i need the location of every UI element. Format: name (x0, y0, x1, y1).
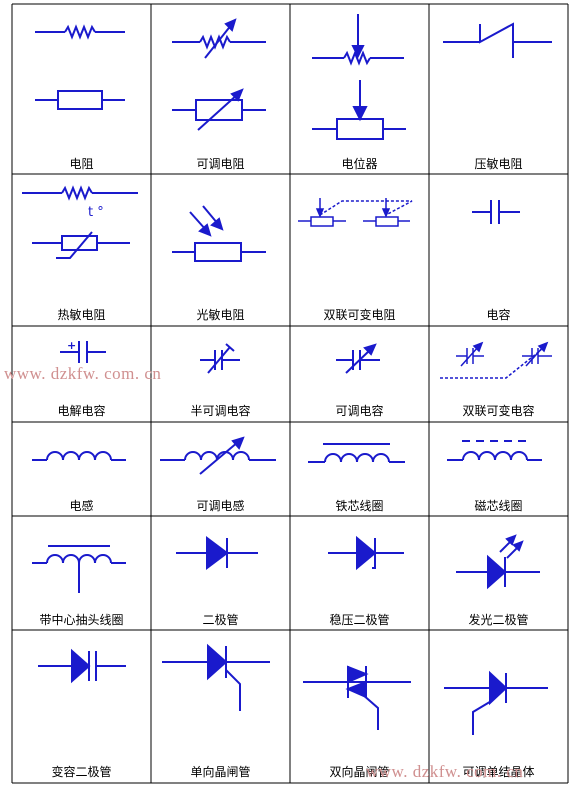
symbol-label: 压敏电阻 (474, 157, 523, 171)
symbol-label: 可调电感 (196, 499, 245, 513)
scr-symbol (162, 643, 270, 711)
symbol-label: 可调电容 (335, 404, 384, 418)
potentiometer-symbol (312, 14, 406, 140)
diode-symbol (176, 536, 258, 570)
varistor-symbol (443, 22, 552, 58)
magnetic-core-coil-symbol (447, 440, 542, 461)
symbol-label: 电解电容 (57, 404, 106, 418)
dual-variable-capacitor-symbol (440, 341, 552, 379)
center-tap-coil-symbol (32, 545, 126, 593)
symbol-label: 光敏电阻 (196, 308, 245, 322)
symbol-label: 可调单结晶体 (462, 765, 535, 779)
thermistor-symbol (22, 185, 138, 259)
adjustable-resistor-symbol (172, 18, 266, 131)
symbol-label: 可调电阻 (196, 157, 245, 171)
symbol-label: 电阻 (69, 157, 94, 171)
symbol-label: 变容二极管 (51, 765, 112, 779)
iron-core-coil-symbol (308, 443, 405, 463)
symbol-label: 半可调电容 (190, 404, 251, 418)
adjustable-inductor-symbol (160, 436, 276, 475)
symbol-label: 二极管 (202, 613, 239, 627)
symbol-label: 双向晶闸管 (329, 765, 390, 779)
symbol-label: 稳压二极管 (329, 613, 390, 627)
symbol-label: 电容 (486, 308, 511, 322)
symbol-label: 热敏电阻 (57, 308, 106, 322)
symbol-label: 带中心抽头线圈 (39, 613, 124, 627)
semi-adjustable-capacitor-symbol (200, 343, 240, 374)
symbol-label: 铁芯线圈 (335, 499, 384, 513)
adjustable-capacitor-symbol (336, 343, 380, 374)
dual-variable-resistor-symbol (298, 198, 413, 227)
triac-symbol (303, 665, 411, 730)
symbol-label: 电位器 (341, 157, 378, 171)
electrolytic-plus-label: + (67, 339, 76, 352)
symbol-label: 双联可变电阻 (323, 308, 396, 322)
led-symbol (456, 534, 540, 590)
thermistor-temperature-label: t ° (88, 205, 104, 220)
symbol-label: 发光二极管 (468, 613, 529, 627)
zener-diode-symbol (328, 535, 404, 571)
symbol-label: 双联可变电容 (462, 404, 535, 418)
watermark-mid: www. dzkfw. com. cn (4, 364, 162, 383)
symbol-label: 单向晶闸管 (190, 765, 251, 779)
inductor-symbol (32, 451, 126, 461)
adjustable-ujt-symbol (444, 670, 548, 735)
varactor-diode-symbol (38, 648, 126, 684)
electrolytic-capacitor-symbol (60, 341, 106, 363)
resistor-symbol (35, 24, 125, 110)
photoresistor-symbol (172, 205, 266, 262)
symbol-label: 磁芯线圈 (474, 499, 523, 513)
watermark-bottom: www. dzkfw. com. cn (366, 762, 524, 781)
symbol-label: 电感 (69, 499, 94, 513)
capacitor-symbol (472, 200, 520, 224)
